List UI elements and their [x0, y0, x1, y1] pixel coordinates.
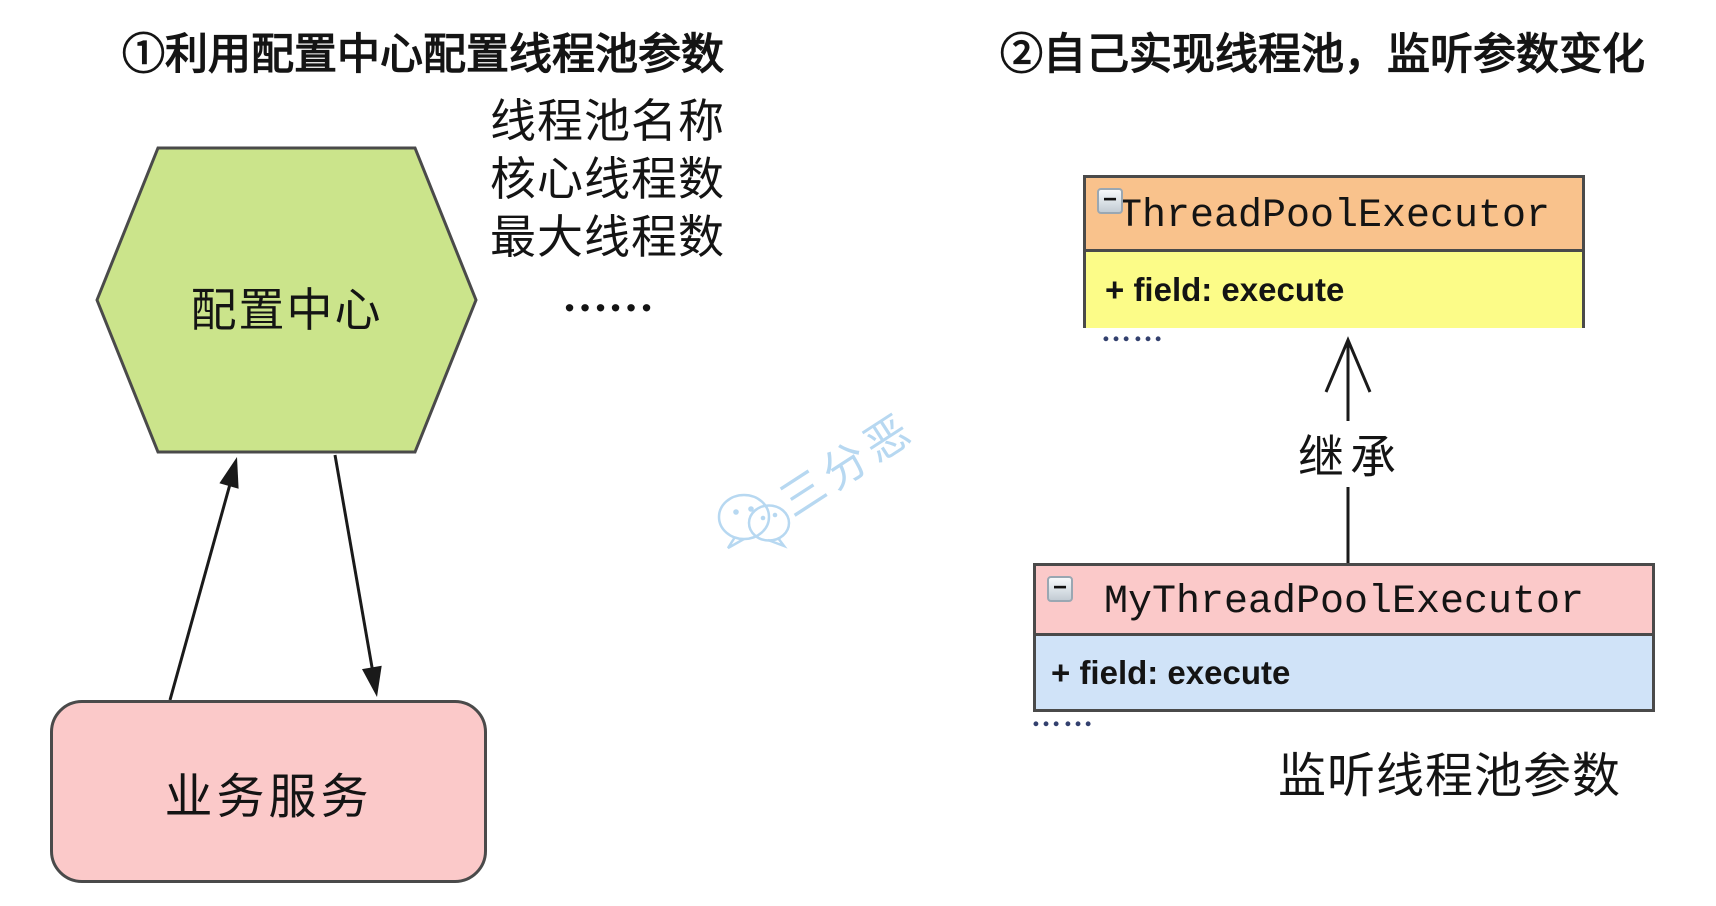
parent-class-header: − ThreadPoolExecutor	[1086, 178, 1582, 252]
arrow-service-to-config	[168, 457, 239, 701]
child-class-header: − MyThreadPoolExecutor	[1036, 566, 1652, 636]
parent-class-name: ThreadPoolExecutor	[1117, 194, 1551, 239]
business-service-label: 业务服务	[164, 770, 373, 824]
parent-class-field: + field: execute	[1105, 271, 1345, 308]
arrow-config-to-service	[333, 454, 382, 697]
collapse-icon[interactable]: −	[1047, 573, 1073, 602]
right-section-title: ②自己实现线程池，监听参数变化	[1000, 32, 1645, 79]
minus-glyph: −	[1102, 185, 1117, 213]
listen-params-label: 监听线程池参数	[1278, 750, 1622, 803]
child-class-body: + field: execute	[1036, 636, 1652, 709]
hexagon-shape	[95, 146, 478, 454]
param-ellipsis: ……	[562, 270, 654, 321]
child-class-ellipsis: ……	[1031, 700, 1095, 733]
wechat-icon	[717, 493, 791, 550]
business-service-box: 业务服务	[50, 700, 487, 883]
child-class-field: + field: execute	[1051, 653, 1291, 691]
minus-glyph: −	[1052, 573, 1067, 601]
parent-class-body: + field: execute	[1086, 252, 1582, 328]
param-line: 最大线程数	[490, 212, 725, 263]
child-class-box: − MyThreadPoolExecutor + field: execute	[1033, 563, 1655, 712]
param-line: 线程池名称	[490, 96, 725, 147]
parent-class-ellipsis: ……	[1101, 315, 1165, 348]
parent-class-box: − ThreadPoolExecutor + field: execute	[1083, 175, 1585, 328]
watermark-text: 三分恶	[772, 404, 924, 527]
left-section-title: ①利用配置中心配置线程池参数	[122, 32, 724, 79]
child-class-name: MyThreadPoolExecutor	[1103, 580, 1585, 625]
thread-pool-param-list: 线程池名称 核心线程数 最大线程数 ……	[490, 93, 740, 325]
inheritance-label: 继承	[1294, 421, 1406, 487]
collapse-icon[interactable]: −	[1097, 185, 1123, 214]
config-center-label: 配置中心	[190, 285, 383, 336]
param-line: 核心线程数	[490, 154, 725, 205]
